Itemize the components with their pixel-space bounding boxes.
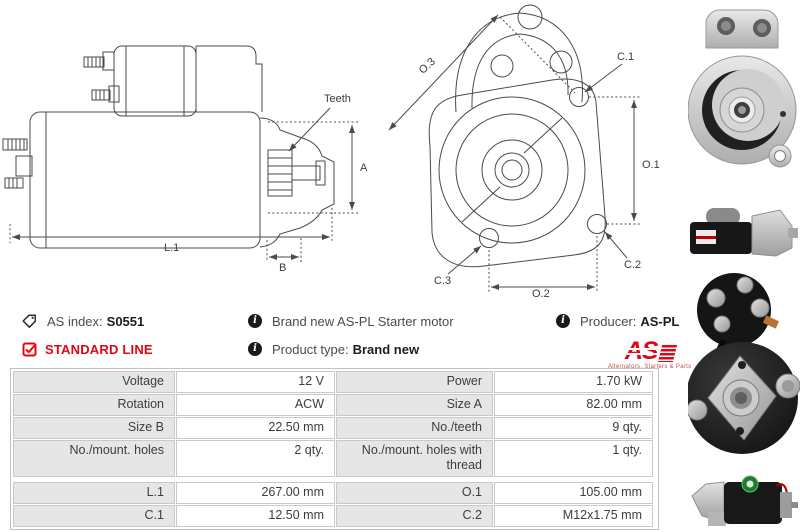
spec-table: Voltage 12 V Power 1.70 kW Rotation ACW … — [10, 368, 659, 530]
side-view-technical-drawing: Teeth A L.1 B — [2, 45, 368, 274]
dim-label-o2: O.2 — [532, 288, 550, 300]
aspl-logo-tagline: Alternators, Starters & Parts — [608, 364, 692, 370]
spec-value-cell: 1.70 kW — [494, 371, 653, 393]
spec-label-cell: Size A — [336, 394, 493, 416]
spec-value-cell: 82.00 mm — [494, 394, 653, 416]
table-row: Size B 22.50 mm No./teeth 9 qty. — [13, 417, 656, 439]
front-view-technical-drawing: O.3 C.1 O.1 C.2 C.3 O.2 — [388, 4, 660, 300]
brand-new-text: Brand new AS-PL Starter motor — [272, 313, 454, 329]
spec-label-cell: Power — [336, 371, 493, 393]
product-type-value: Brand new — [352, 341, 420, 357]
spec-value-cell: 1 qty. — [494, 440, 653, 477]
photo-starter-rear-black[interactable] — [688, 268, 800, 460]
starter-front-outline — [428, 4, 607, 268]
table-row: Voltage 12 V Power 1.70 kW — [13, 371, 656, 393]
table-row: C.1 12.50 mm C.2 M12x1.75 mm — [13, 505, 656, 527]
aspl-logo-flag-icon — [657, 345, 677, 362]
dim-label-teeth: Teeth — [324, 93, 351, 105]
spec-value-cell: 12 V — [176, 371, 335, 393]
table-row: Rotation ACW Size A 82.00 mm — [13, 394, 656, 416]
spec-label-cell: C.2 — [336, 505, 493, 527]
starter-side-outline — [2, 45, 335, 249]
spec-value-cell: ACW — [176, 394, 335, 416]
spec-value-cell: 12.50 mm — [176, 505, 335, 527]
spec-label-cell: Rotation — [13, 394, 175, 416]
dim-label-c3: C.3 — [434, 275, 451, 287]
spec-value-cell: 105.00 mm — [494, 482, 653, 504]
spec-value-cell: 267.00 mm — [176, 482, 335, 504]
spec-label-cell: No./teeth — [336, 417, 493, 439]
as-index-label: AS index: — [47, 313, 103, 329]
as-index-line: AS index: S0551 — [22, 310, 153, 332]
spec-label-cell: L.1 — [13, 482, 175, 504]
spec-label-cell: No./mount. holes — [13, 440, 175, 477]
dim-label-b: B — [279, 262, 286, 274]
dim-label-c1: C.1 — [617, 51, 634, 63]
info-column-left: AS index: S0551 STANDARD LINE — [22, 310, 153, 366]
table-row: No./mount. holes 2 qty. No./mount. holes… — [13, 440, 656, 477]
dim-label-l1: L.1 — [164, 242, 179, 254]
dim-label-a: A — [360, 162, 368, 174]
spec-label-cell: C.1 — [13, 505, 175, 527]
product-type-line: i Product type: Brand new — [248, 338, 454, 360]
table-row: L.1 267.00 mm O.1 105.00 mm — [13, 482, 656, 504]
spec-value-cell: 22.50 mm — [176, 417, 335, 439]
spec-label-cell: No./mount. holes with thread — [336, 440, 493, 477]
info-column-right: i Producer: AS-PL AS Alternators, Starte… — [556, 310, 691, 373]
dim-label-c2: C.2 — [624, 259, 641, 271]
producer-value: AS-PL — [640, 313, 680, 329]
product-type-label: Product type: — [272, 341, 349, 357]
info-icon: i — [556, 314, 570, 328]
spec-label-cell: Voltage — [13, 371, 175, 393]
photo-starter-side-black[interactable] — [688, 196, 800, 266]
side-view-dimensions — [9, 107, 360, 262]
dim-label-o1: O.1 — [642, 159, 660, 171]
checkbox-checked-icon — [22, 342, 37, 357]
spec-label-cell: Size B — [13, 417, 175, 439]
tag-icon — [22, 313, 37, 329]
spec-value-cell: 9 qty. — [494, 417, 653, 439]
spec-value-cell: 2 qty. — [176, 440, 335, 477]
info-icon: i — [248, 314, 262, 328]
producer-line: i Producer: AS-PL — [556, 310, 691, 332]
producer-label: Producer: — [580, 313, 637, 329]
spec-label-cell: O.1 — [336, 482, 493, 504]
standard-line-label: STANDARD LINE — [45, 341, 153, 357]
aspl-logo: AS Alternators, Starters & Parts — [608, 337, 692, 371]
brand-new-note: i Brand new AS-PL Starter motor — [248, 310, 454, 332]
standard-line: STANDARD LINE — [22, 338, 153, 360]
photo-starter-front-silver[interactable] — [688, 2, 800, 194]
info-icon: i — [248, 342, 262, 356]
aspl-logo-text: AS — [624, 337, 659, 365]
as-index-value: S0551 — [106, 313, 145, 329]
dim-label-o3: O.3 — [417, 56, 438, 77]
info-column-middle: i Brand new AS-PL Starter motor i Produc… — [248, 310, 454, 366]
photo-starter-side-small[interactable] — [688, 462, 800, 530]
spec-value-cell: M12x1.75 mm — [494, 505, 653, 527]
front-view-dimensions — [388, 14, 640, 292]
